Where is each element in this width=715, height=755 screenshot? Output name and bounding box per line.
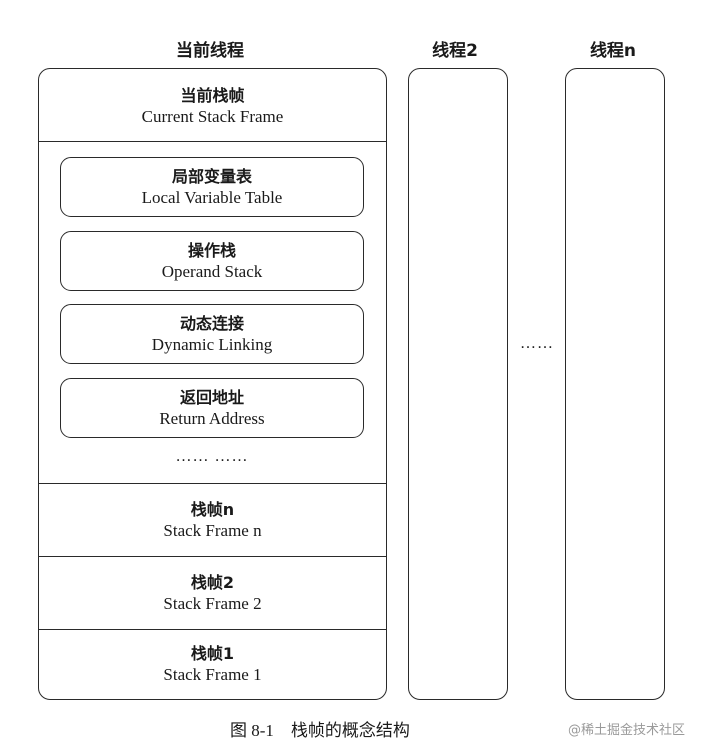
current-thread-title: 当前线程 [176,41,244,61]
stack-frame-2-zh: 栈帧2 [190,572,235,592]
local-variable-table-zh: 局部变量表 [171,166,252,186]
local-variable-table-box: 局部变量表 Local Variable Table [60,157,364,217]
stack-frame-n-section: 栈帧n Stack Frame n [38,485,387,555]
dynamic-linking-en: Dynamic Linking [151,334,273,354]
threadn-panel [565,68,665,700]
thread2-panel [408,68,508,700]
divider [39,483,386,484]
dynamic-linking-zh: 动态连接 [179,313,244,333]
watermark: @稀土掘金技术社区 [568,723,686,738]
operand-stack-zh: 操作栈 [187,240,236,260]
operand-stack-box: 操作栈 Operand Stack [60,231,364,291]
threadn-title: 线程n [589,41,637,61]
stack-frame-2-section: 栈帧2 Stack Frame 2 [38,558,387,628]
current-stack-frame-en: Current Stack Frame [141,106,284,126]
stack-frame-n-en: Stack Frame n [163,520,262,540]
current-stack-frame-section: 当前栈帧 Current Stack Frame [38,74,387,138]
dynamic-linking-box: 动态连接 Dynamic Linking [60,304,364,364]
operand-stack-en: Operand Stack [161,261,263,281]
divider [39,141,386,142]
stack-frame-1-zh: 栈帧1 [190,643,235,663]
thread2-title: 线程2 [432,41,478,61]
stack-frame-1-section: 栈帧1 Stack Frame 1 [38,631,387,697]
current-stack-frame-zh: 当前栈帧 [180,85,245,105]
between-threads-ellipsis: …… [520,335,554,352]
return-address-box: 返回地址 Return Address [60,378,364,438]
divider [39,556,386,557]
return-address-zh: 返回地址 [179,387,244,407]
stack-frame-n-zh: 栈帧n [190,499,235,519]
local-variable-table-en: Local Variable Table [141,187,283,207]
stack-frame-1-en: Stack Frame 1 [163,664,262,684]
stack-frame-2-en: Stack Frame 2 [163,593,262,613]
divider [39,629,386,630]
return-address-en: Return Address [159,408,265,428]
inner-ellipsis: …… …… [175,448,249,465]
figure-caption: 图 8-1 栈帧的概念结构 [230,721,410,740]
